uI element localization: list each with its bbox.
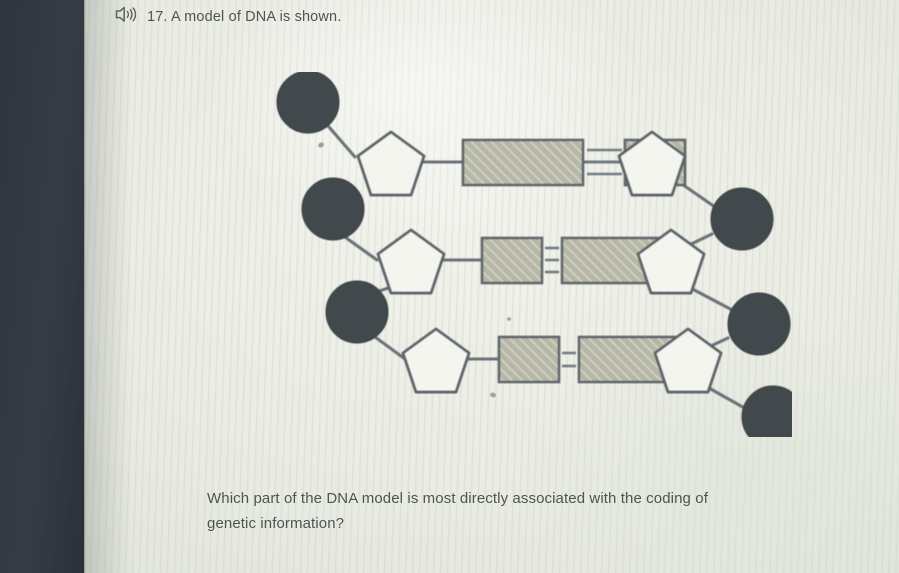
- phosphate-circle: [276, 72, 340, 134]
- sugar-pentagon: [636, 228, 706, 295]
- phosphate-circle: [741, 385, 792, 437]
- phosphate-circle: [710, 187, 774, 251]
- question-line-1: Which part of the DNA model is most dire…: [207, 490, 708, 507]
- paper-speck: [490, 392, 496, 398]
- nitrogen-base-rectangle: [480, 236, 544, 285]
- sugar-pentagon: [617, 130, 687, 197]
- sugar-pentagon: [356, 130, 426, 197]
- sugar-pentagon: [653, 327, 723, 394]
- phosphate-circle: [325, 280, 389, 344]
- phosphate-circle: [727, 292, 791, 356]
- question-line-2: genetic information?: [207, 515, 345, 532]
- paper-speck: [318, 142, 324, 148]
- paper-speck: [507, 317, 511, 321]
- nitrogen-base-rectangle: [461, 138, 585, 187]
- nitrogen-base-rectangle: [497, 335, 561, 384]
- speaker-audio-icon[interactable]: [112, 6, 138, 27]
- sugar-pentagon: [401, 327, 471, 394]
- question-body: Which part of the DNA model is most dire…: [207, 486, 852, 536]
- dna-model-diagram: [272, 72, 792, 437]
- sugar-pentagon: [376, 228, 446, 295]
- phosphate-circle: [301, 177, 365, 241]
- question-header: 17. A model of DNA is shown.: [112, 6, 341, 27]
- question-prompt-text: 17. A model of DNA is shown.: [147, 8, 342, 25]
- device-bezel: [0, 0, 84, 573]
